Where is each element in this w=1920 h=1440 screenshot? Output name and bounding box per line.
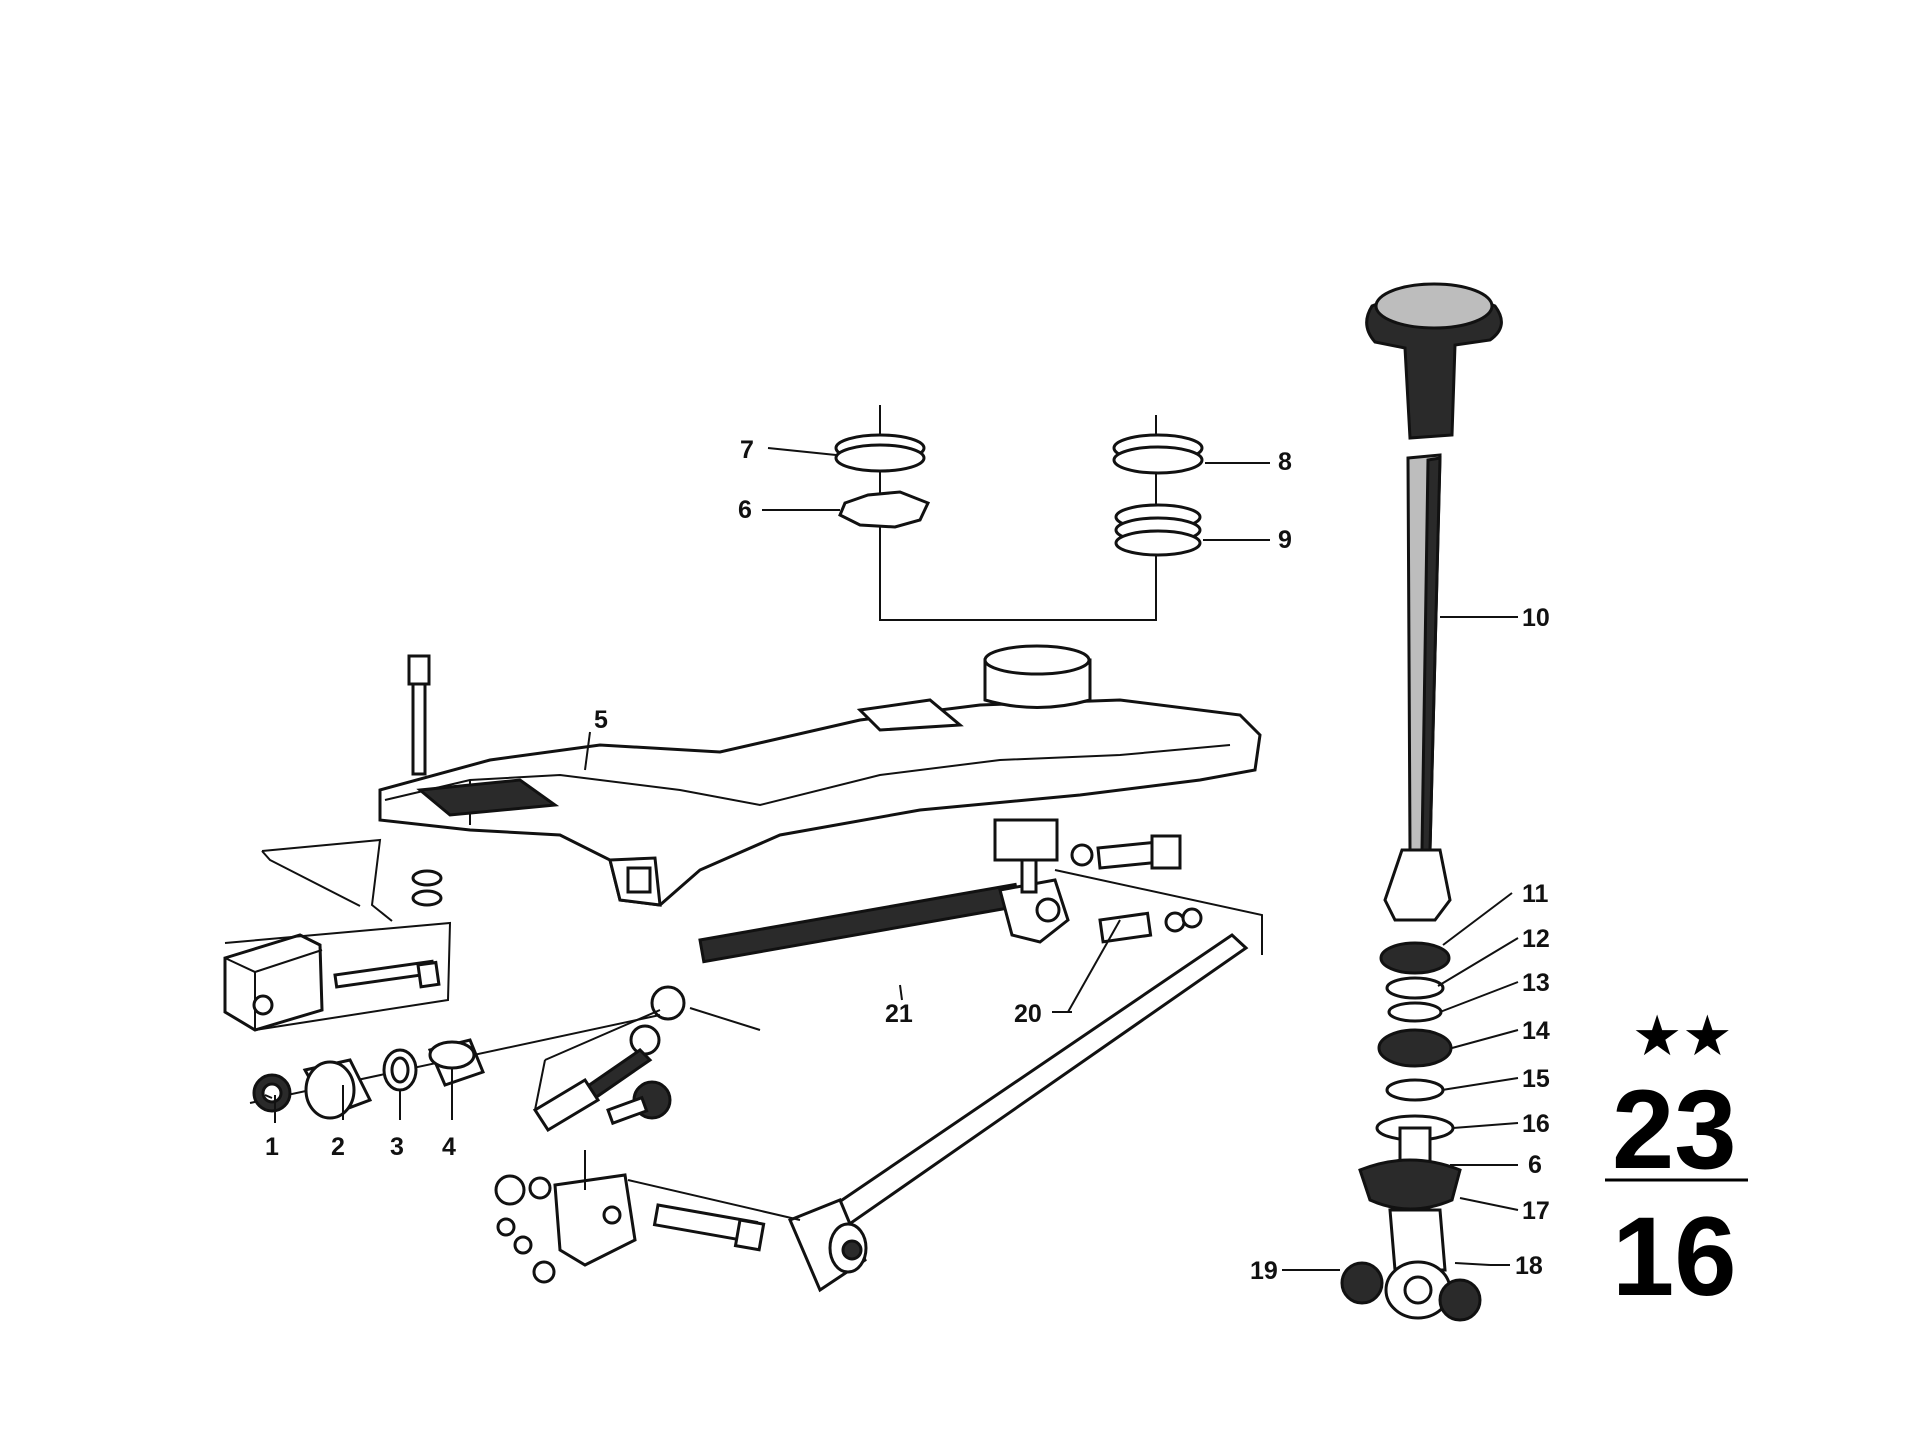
label-16: 16 <box>1522 1110 1550 1138</box>
label-5: 5 <box>594 706 608 734</box>
callout-labels: 1 2 3 4 5 7 6 8 9 10 11 12 13 14 15 16 6… <box>265 436 1550 1285</box>
gear-lever-assembly <box>1340 282 1503 1322</box>
label-4: 4 <box>442 1133 456 1161</box>
badge-stars: ★★ <box>1632 1004 1732 1069</box>
catalog-badge: ★★ 23 16 <box>1605 1004 1748 1319</box>
ring-set <box>834 405 1204 621</box>
leader-lines <box>264 447 1519 1271</box>
label-11: 11 <box>1522 880 1549 908</box>
label-10: 10 <box>1522 604 1550 632</box>
label-2: 2 <box>331 1133 345 1161</box>
bracket-5 <box>223 644 1262 1032</box>
label-8: 8 <box>1278 448 1292 476</box>
badge-bottom-number: 16 <box>1612 1194 1737 1319</box>
label-21: 21 <box>885 1000 913 1028</box>
label-7: 7 <box>740 436 754 464</box>
label-6-top: 6 <box>738 496 752 524</box>
rod-assembly <box>494 818 1263 1293</box>
label-20: 20 <box>1014 1000 1042 1028</box>
label-12: 12 <box>1522 925 1550 953</box>
label-3: 3 <box>390 1133 404 1161</box>
label-18: 18 <box>1515 1252 1543 1280</box>
label-6-bottom: 6 <box>1528 1151 1542 1179</box>
bushing-set <box>249 1014 661 1120</box>
label-1: 1 <box>265 1133 279 1161</box>
label-13: 13 <box>1522 969 1550 997</box>
label-15: 15 <box>1522 1065 1550 1093</box>
label-17: 17 <box>1522 1197 1550 1225</box>
label-14: 14 <box>1522 1017 1550 1045</box>
badge-top-number: 23 <box>1612 1067 1737 1192</box>
label-19: 19 <box>1250 1257 1278 1285</box>
label-9: 9 <box>1278 526 1292 554</box>
